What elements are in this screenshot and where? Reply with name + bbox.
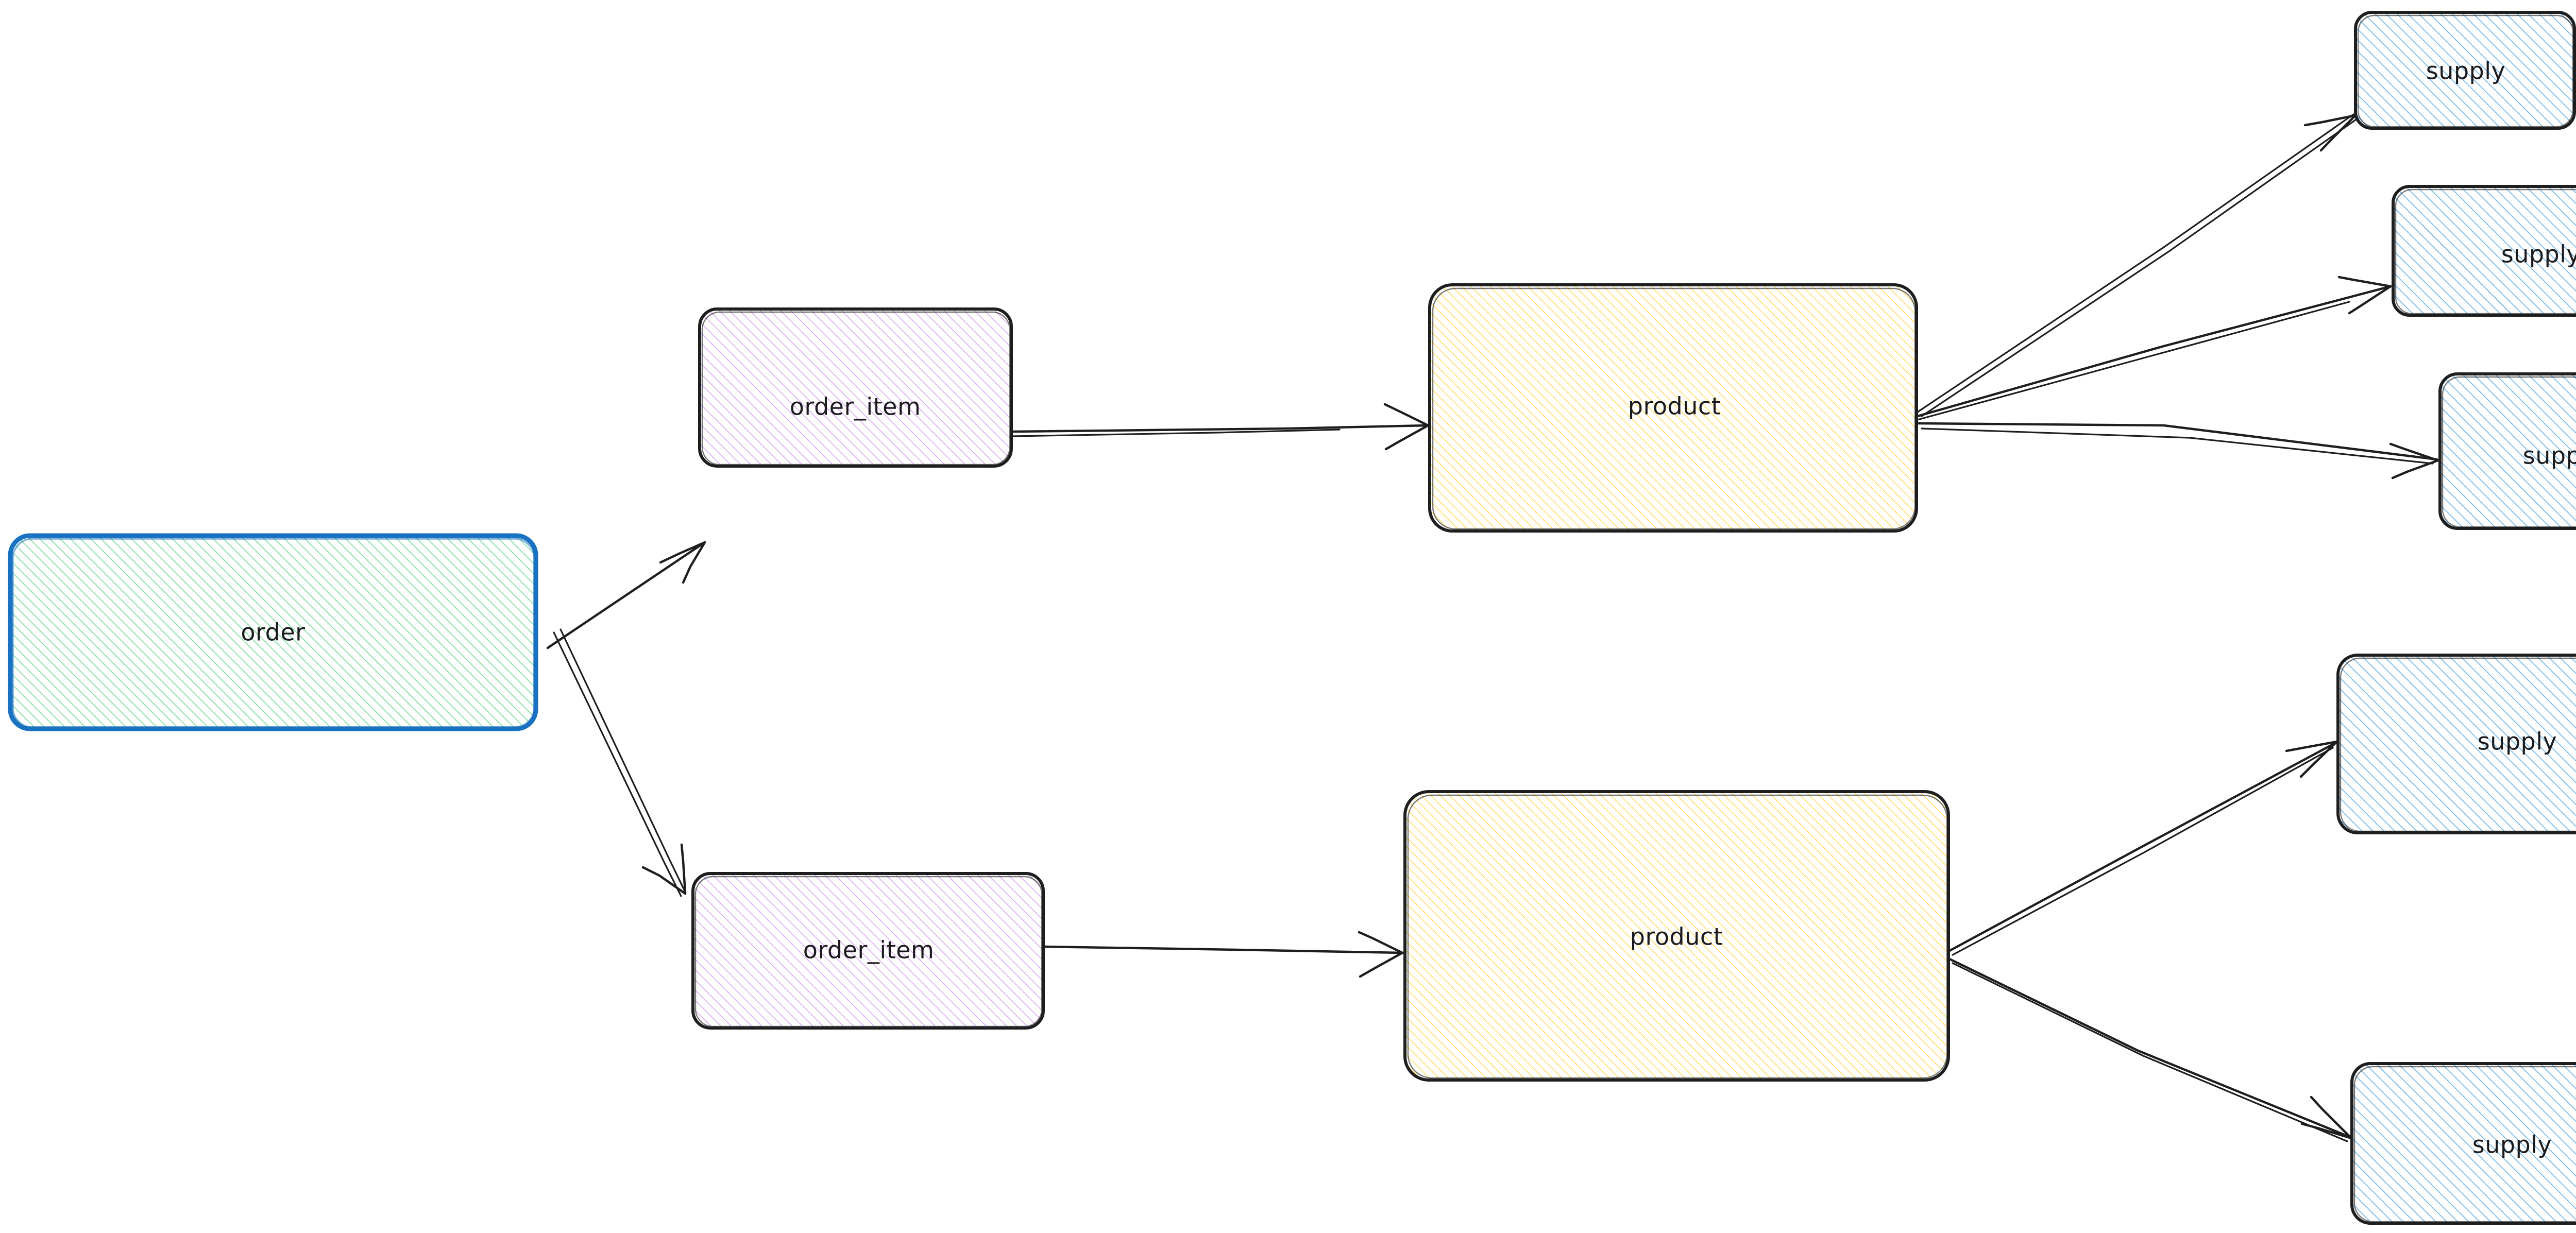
node-order-sketch-overlay: [12, 538, 535, 728]
node-supply-2-shape[interactable]: [2392, 185, 2576, 317]
node-supply-5-shape[interactable]: [2350, 1062, 2576, 1225]
node-order-shape[interactable]: [8, 533, 538, 731]
node-supply-4-shape[interactable]: [2336, 654, 2576, 834]
node-supply-2-sketch-overlay: [2395, 189, 2576, 315]
node-supply-5-sketch-overlay: [2353, 1066, 2576, 1223]
edge-product-top-to-supply-3: [1916, 422, 2439, 480]
edge-order-to-order-item-bottom: [553, 628, 687, 897]
node-order-label: order: [241, 619, 305, 646]
node-supply-5[interactable]: supply: [2350, 1062, 2576, 1225]
node-order-item-bottom-label: order_item: [803, 936, 935, 964]
edge-order-to-order-item-top: [546, 541, 706, 649]
node-supply-1[interactable]: supply: [2354, 11, 2576, 130]
node-supply-4-sketch-overlay: [2340, 657, 2576, 832]
node-supply-1-label: supply: [2426, 57, 2506, 85]
node-product-bottom-shape[interactable]: [1403, 790, 1950, 1082]
node-supply-5-label: supply: [2472, 1131, 2552, 1159]
edge-order-item-bottom-to-product-bottom: [1043, 931, 1404, 978]
node-supply-4-label: supply: [2478, 728, 2557, 756]
node-product-bottom[interactable]: product: [1403, 790, 1950, 1082]
node-order-item-top-label: order_item: [790, 393, 921, 421]
node-order-item-top-sketch-overlay: [701, 311, 1011, 466]
node-product-top-label: product: [1628, 392, 1721, 420]
node-supply-2[interactable]: supply: [2392, 185, 2576, 317]
edge-order-item-top-to-product-top: [1011, 403, 1430, 451]
node-supply-3-label: supply: [2523, 442, 2576, 470]
node-supply-1-shape[interactable]: [2354, 11, 2576, 130]
node-product-bottom-sketch-overlay: [1407, 794, 1948, 1079]
node-supply-3-shape[interactable]: [2438, 372, 2576, 530]
edge-product-bottom-to-supply-4: [1948, 740, 2338, 956]
node-order-item-top[interactable]: order_item: [698, 307, 1013, 468]
edge-product-top-to-supply-1: [1917, 113, 2359, 417]
node-supply-1-sketch-overlay: [2357, 14, 2574, 128]
node-supply-3[interactable]: supply: [2438, 372, 2576, 530]
edge-product-top-to-supply-2: [1916, 276, 2392, 421]
edge-product-bottom-to-supply-5: [1948, 957, 2353, 1142]
node-product-top-shape[interactable]: [1428, 283, 1918, 533]
node-order-item-bottom[interactable]: order_item: [691, 872, 1045, 1030]
node-order-item-bottom-shape[interactable]: [691, 872, 1045, 1030]
node-order-item-top-shape[interactable]: [698, 307, 1013, 468]
node-product-top-sketch-overlay: [1432, 287, 1916, 530]
node-supply-2-label: supply: [2501, 241, 2576, 268]
node-product-bottom-label: product: [1630, 923, 1723, 951]
node-product-top[interactable]: product: [1428, 283, 1918, 533]
node-supply-3-sketch-overlay: [2442, 376, 2576, 528]
node-supply-4[interactable]: supply: [2336, 654, 2576, 834]
node-order[interactable]: order: [8, 533, 538, 731]
node-order-item-bottom-sketch-overlay: [694, 876, 1043, 1028]
